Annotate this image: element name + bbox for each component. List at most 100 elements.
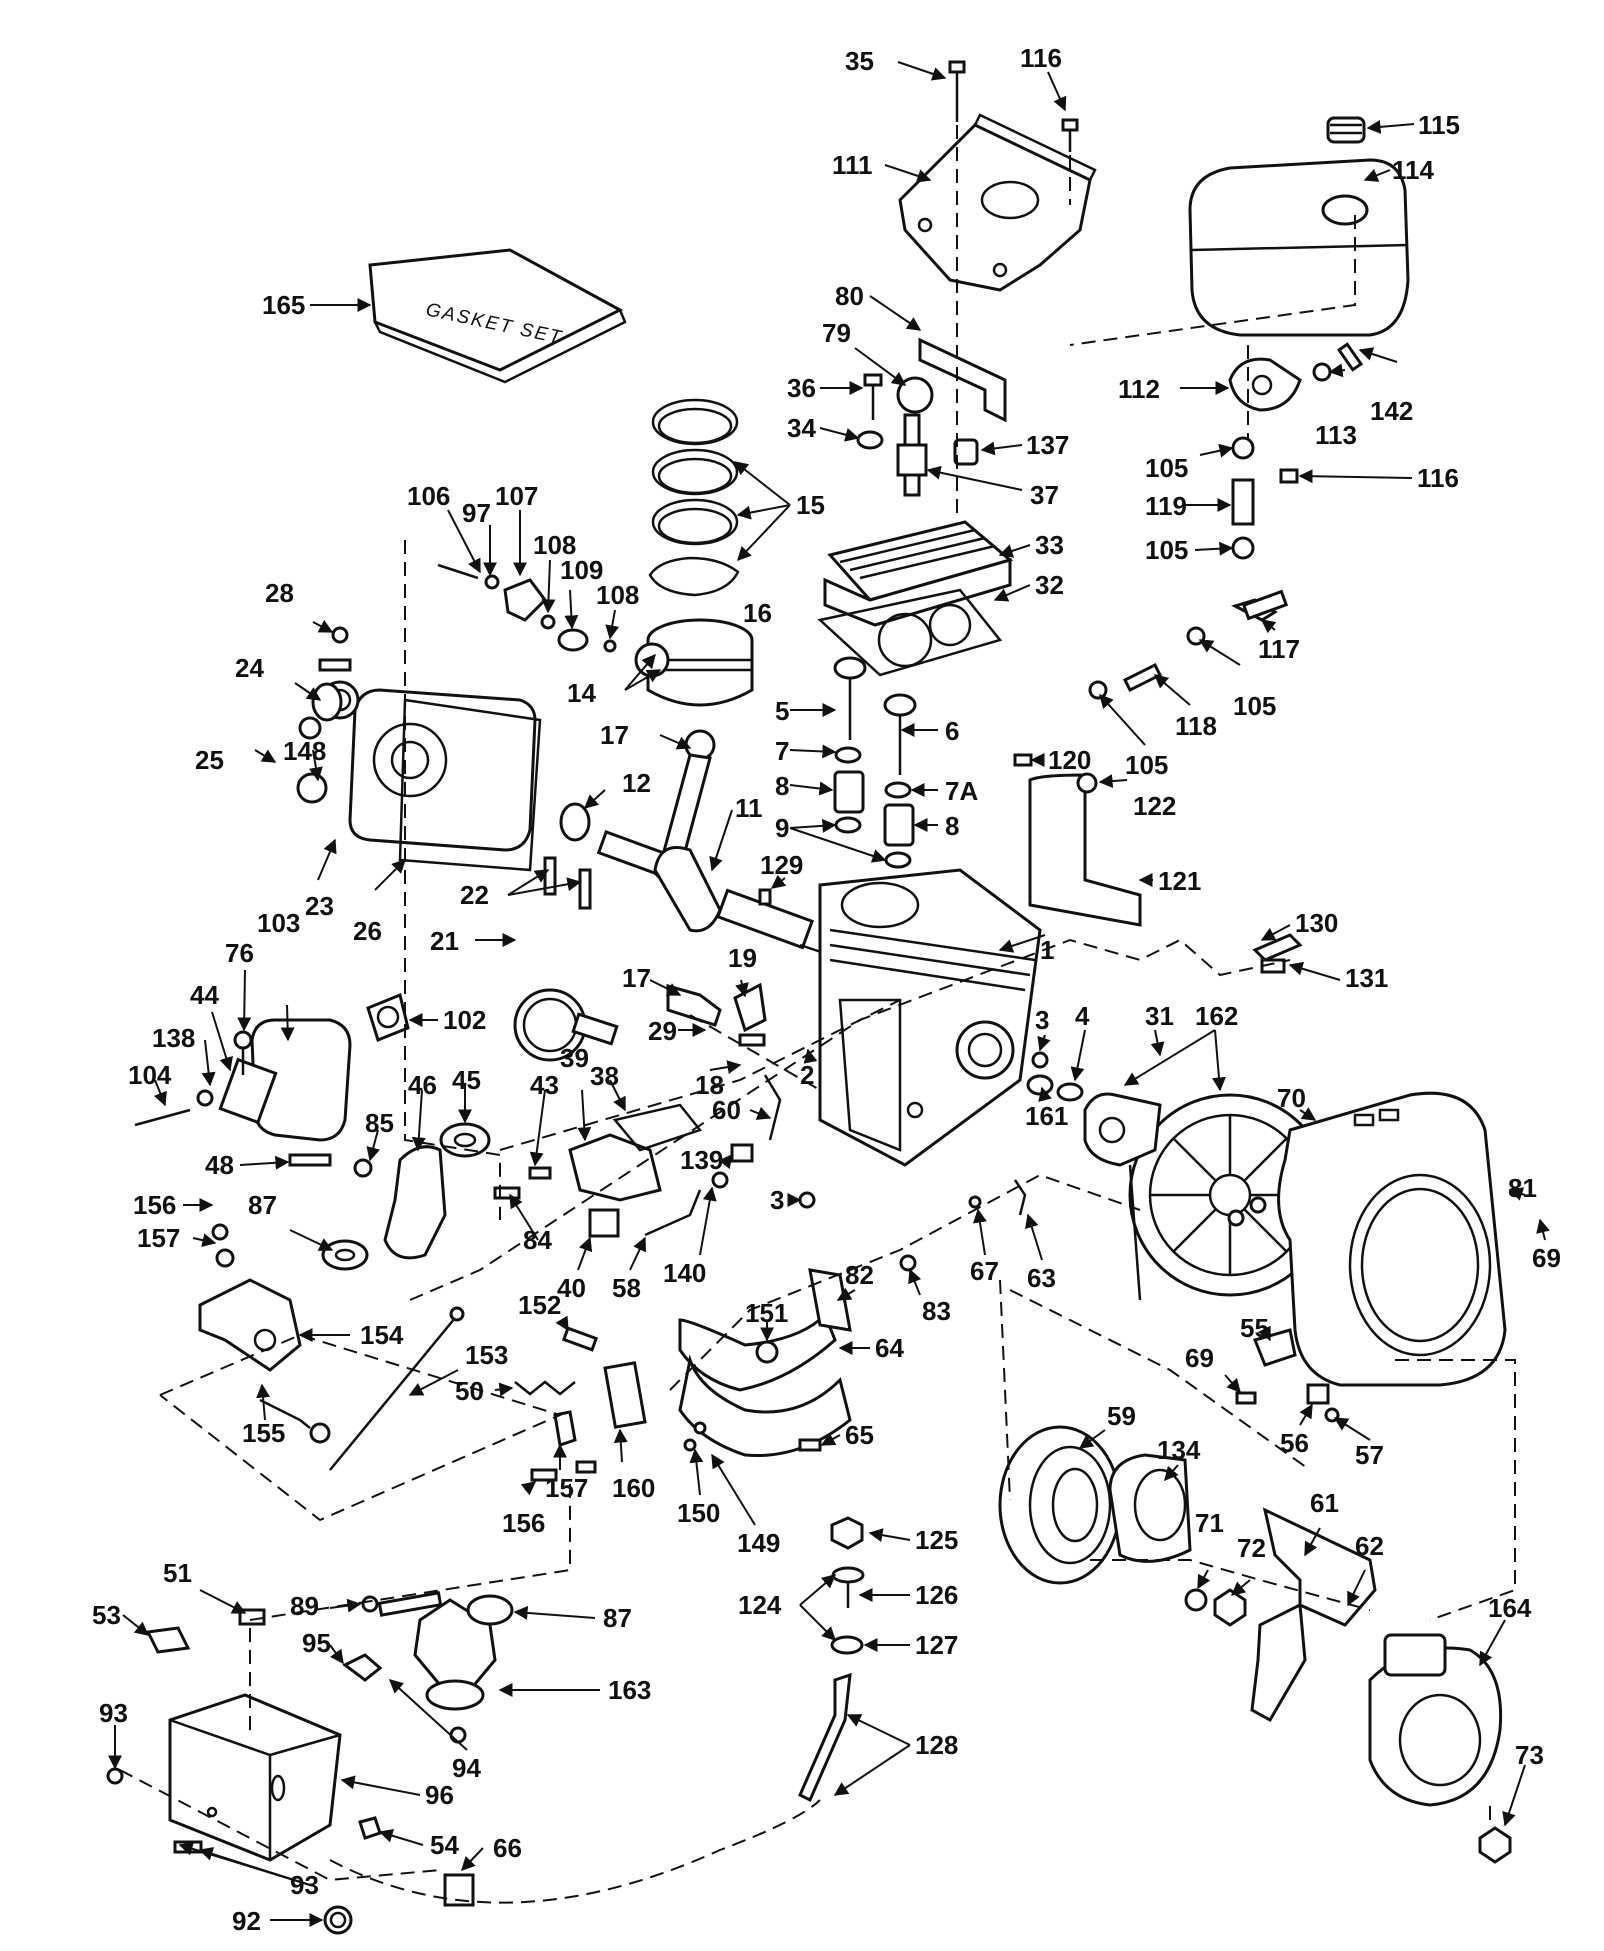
fuel-tank: [1188, 116, 1410, 337]
callout-63: 63: [1027, 1263, 1056, 1293]
callout-50: 50: [455, 1376, 484, 1406]
callout-3: 3: [1035, 1005, 1050, 1035]
rotating-screen: [998, 1425, 1122, 1585]
callout-79: 79: [822, 318, 851, 348]
callout-71: 71: [1195, 1508, 1224, 1538]
callout-59: 59: [1107, 1401, 1136, 1431]
callout-9: 9: [775, 813, 790, 843]
callout-153: 153: [465, 1340, 509, 1370]
callout-55: 55: [1240, 1313, 1269, 1343]
callout-164: 164: [1488, 1593, 1532, 1623]
callout-33: 33: [1035, 530, 1064, 560]
callout-87-b: 87: [603, 1603, 632, 1633]
callout-7: 7: [775, 736, 790, 766]
callout-53: 53: [92, 1600, 121, 1630]
callout-26: 26: [353, 916, 382, 946]
callout-28: 28: [265, 578, 294, 608]
breaker-cover: [493, 1103, 703, 1238]
callout-69: 69: [1532, 1243, 1561, 1273]
callout-102: 102: [443, 1005, 487, 1035]
callout-73: 73: [1515, 1740, 1544, 1770]
callout-157: 157: [137, 1223, 181, 1253]
valves-and-springs: [833, 656, 917, 869]
callout-154: 154: [360, 1320, 404, 1350]
callout-60: 60: [712, 1095, 741, 1125]
callout-152: 152: [518, 1290, 562, 1320]
starter-cup: [1108, 1453, 1247, 1627]
callout-67: 67: [970, 1256, 999, 1286]
callout-119: 119: [1145, 491, 1187, 521]
callout-22: 22: [460, 880, 489, 910]
callout-149: 149: [737, 1528, 781, 1558]
callout-109: 109: [560, 555, 604, 585]
callout-6: 6: [945, 716, 960, 746]
control-bracket: [198, 1223, 302, 1372]
callout-162: 162: [1195, 1001, 1239, 1031]
callout-105-c: 105: [1233, 691, 1277, 721]
assembly-guide-lines: [119, 125, 1516, 1904]
callout-66: 66: [493, 1833, 522, 1863]
callout-155: 155: [242, 1418, 286, 1448]
callout-108-b: 108: [596, 580, 640, 610]
callout-92: 92: [232, 1906, 261, 1936]
callout-108: 108: [533, 530, 577, 560]
callout-156: 156: [133, 1190, 177, 1220]
callout-32: 32: [1035, 570, 1064, 600]
callout-124: 124: [738, 1590, 782, 1620]
callout-106: 106: [407, 481, 451, 511]
callout-103: 103: [257, 908, 301, 938]
gasket-set-box: GASKET SET: [368, 248, 627, 384]
callout-12: 12: [622, 768, 651, 798]
callout-69-b: 69: [1185, 1343, 1214, 1373]
callout-15: 15: [796, 490, 825, 520]
air-cleaner-hardware: [106, 1608, 475, 1935]
callout-39: 39: [560, 1043, 589, 1073]
callout-84: 84: [523, 1225, 552, 1255]
piston: [634, 618, 754, 707]
callout-76: 76: [225, 938, 254, 968]
callout-128: 128: [915, 1730, 959, 1760]
callout-165: 165: [262, 290, 306, 320]
callout-105-d: 105: [1125, 750, 1169, 780]
exhaust-gasket: [366, 992, 410, 1042]
callout-72: 72: [1237, 1533, 1266, 1563]
callout-1: 1: [1040, 935, 1055, 965]
callout-44: 44: [190, 980, 219, 1010]
callout-57: 57: [1355, 1440, 1384, 1470]
blower-housing: [1277, 1091, 1507, 1387]
callout-24: 24: [235, 653, 264, 683]
muffler: [134, 1018, 352, 1142]
callout-19: 19: [728, 943, 757, 973]
callout-65: 65: [845, 1420, 874, 1450]
callout-118: 118: [1175, 711, 1217, 741]
callout-130: 130: [1295, 908, 1339, 938]
callout-36: 36: [787, 373, 816, 403]
screw-116-top: [1061, 118, 1079, 152]
callout-23: 23: [305, 891, 334, 921]
bolt-35: [948, 60, 966, 122]
callout-56: 56: [1280, 1428, 1309, 1458]
callout-140: 140: [663, 1258, 707, 1288]
callout-150: 150: [677, 1498, 721, 1528]
callout-17: 17: [600, 720, 629, 750]
cylinder-head: [817, 520, 1014, 677]
callout-163: 163: [608, 1675, 652, 1705]
callout-104: 104: [128, 1060, 172, 1090]
callout-105-b: 105: [1145, 535, 1189, 565]
callout-51: 51: [163, 1558, 192, 1588]
crankshaft: [596, 830, 861, 967]
callout-3-b: 3: [770, 1185, 785, 1215]
ignition-module: [1026, 1074, 1162, 1301]
callout-38: 38: [590, 1061, 619, 1091]
engine-block: [818, 868, 1042, 1167]
callout-121: 121: [1158, 866, 1202, 896]
leader-arrows: [108, 61, 1550, 1927]
air-cleaner-body: [168, 1693, 342, 1862]
callout-112: 112: [1118, 374, 1160, 404]
callout-94: 94: [452, 1753, 481, 1783]
callout-161: 161: [1025, 1101, 1069, 1131]
callout-116: 116: [1020, 43, 1062, 73]
callout-125: 125: [915, 1525, 959, 1555]
piston-rings: [648, 398, 740, 597]
